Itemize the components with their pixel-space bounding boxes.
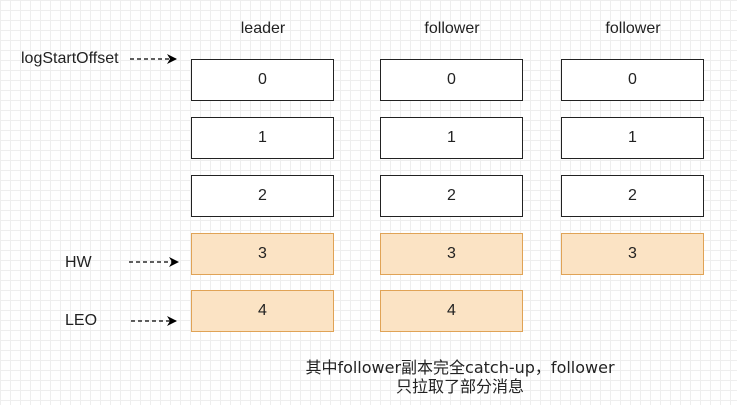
offset-label: 3 (447, 245, 456, 262)
follower-1-offset-box: 0 (380, 59, 523, 101)
offset-label: 1 (258, 129, 267, 146)
offset-label: 4 (447, 302, 456, 319)
offset-label: 3 (628, 245, 637, 262)
offset-label: 2 (258, 187, 267, 204)
offset-label: 0 (258, 71, 267, 88)
follower-1-offset-box: 1 (380, 117, 523, 159)
caption: 其中follower副本完全catch-up，follower 只拉取了部分消息 (280, 358, 640, 396)
follower-1-column-title: follower (424, 20, 480, 37)
offset-label: 0 (628, 71, 637, 88)
offset-label: 0 (447, 71, 456, 88)
offset-label: 1 (628, 129, 637, 146)
leader-offset-box: 1 (191, 117, 334, 159)
offset-label: 3 (258, 245, 267, 262)
caption-line-1: 其中follower副本完全catch-up，follower (305, 358, 615, 377)
follower-1-offset-box-hw: 3 (380, 233, 523, 275)
leader-offset-box: 0 (191, 59, 334, 101)
offset-label: 1 (447, 129, 456, 146)
follower-2-offset-box: 1 (561, 117, 704, 159)
leader-offset-box-hw: 3 (191, 233, 334, 275)
follower-2-offset-box: 0 (561, 59, 704, 101)
follower-1-offset-box-leo: 4 (380, 290, 523, 332)
leader-column-title: leader (240, 20, 286, 37)
log-start-offset-label: logStartOffset (21, 50, 119, 67)
hw-label: HW (65, 254, 92, 271)
follower-2-offset-box-hw: 3 (561, 233, 704, 275)
follower-2-offset-box: 2 (561, 175, 704, 217)
offset-label: 2 (628, 187, 637, 204)
offset-label: 2 (447, 187, 456, 204)
leo-label: LEO (65, 312, 98, 329)
leader-offset-box: 2 (191, 175, 334, 217)
offset-label: 4 (258, 302, 267, 319)
leader-offset-box-leo: 4 (191, 290, 334, 332)
follower-1-offset-box: 2 (380, 175, 523, 217)
caption-line-2: 只拉取了部分消息 (395, 377, 524, 396)
follower-2-column-title: follower (605, 20, 661, 37)
